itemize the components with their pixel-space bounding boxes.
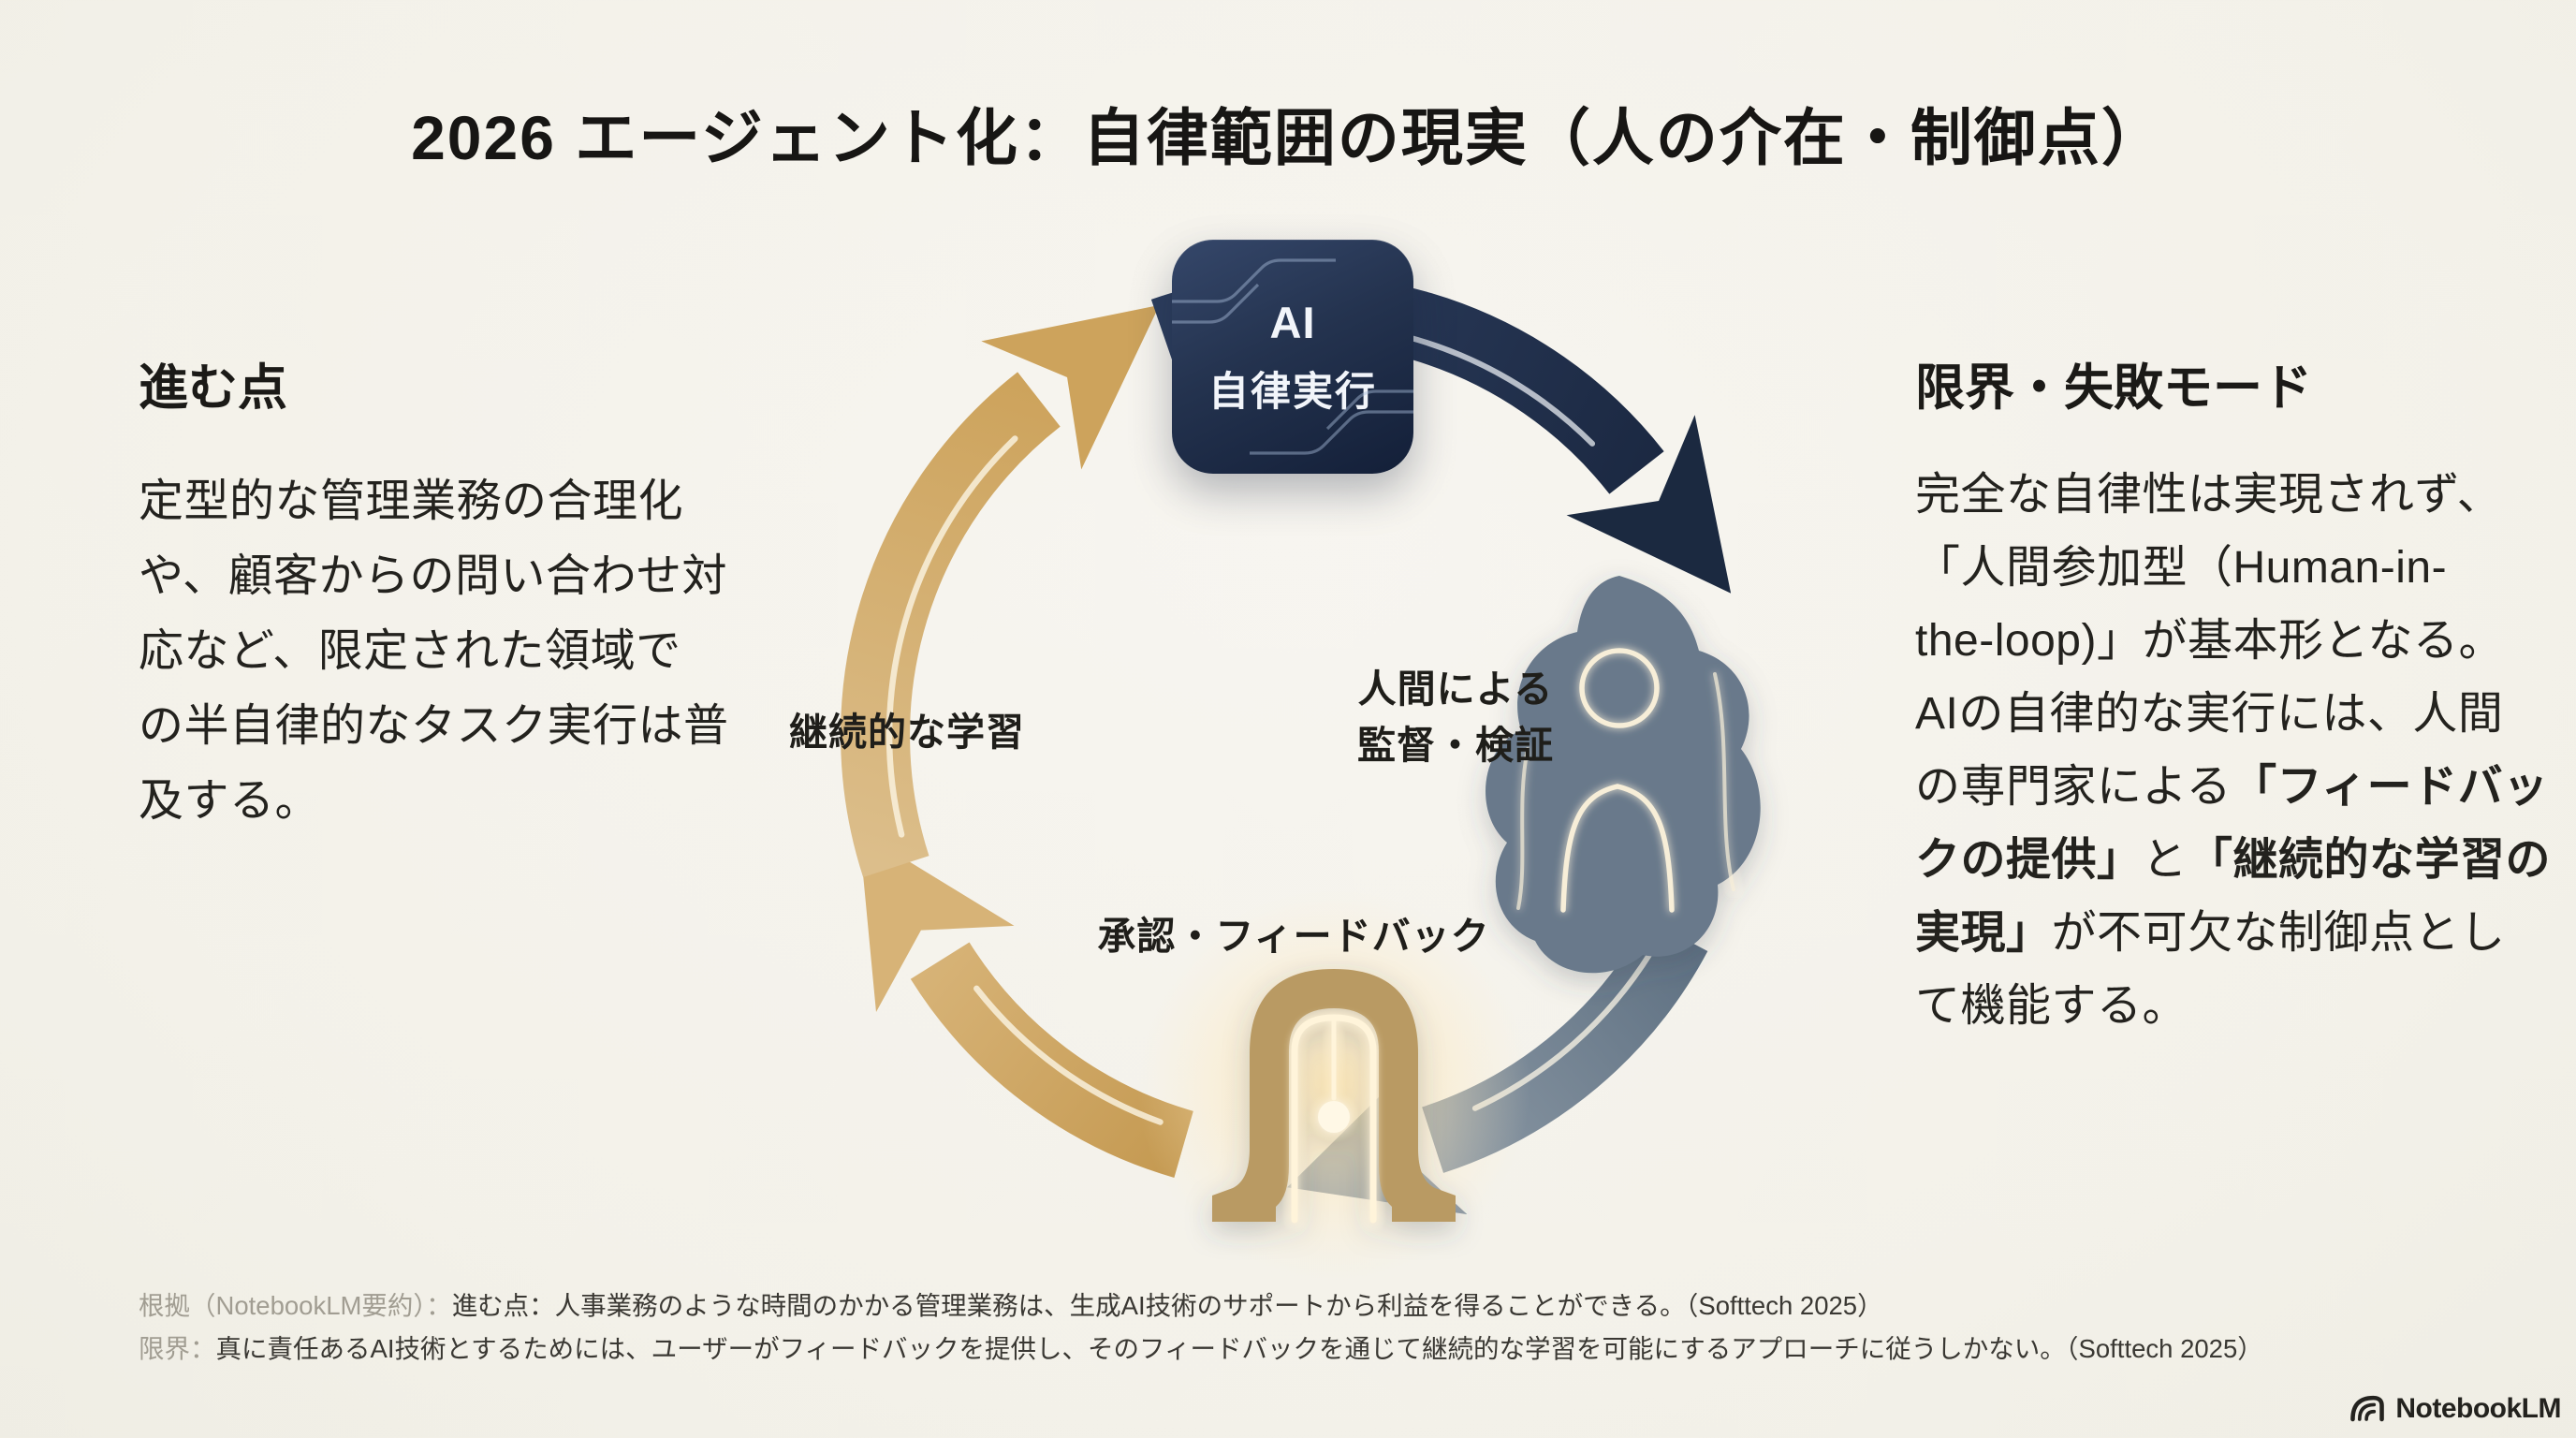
circuit-lines-decoration <box>1172 258 1413 455</box>
citation-1-body: 進む点：人事業務のような時間のかかる管理業務は、生成AI技術のサポートから利益を… <box>451 1291 1883 1320</box>
right-body-segment: と <box>2142 835 2188 885</box>
ai-chip-node: AI 自律実行 <box>1172 240 1413 474</box>
ai-node-line2: 自律実行 <box>1208 369 1377 415</box>
citation-2-prefix: 限界： <box>139 1334 216 1363</box>
notebooklm-brand: NotebookLM <box>2348 1389 2561 1429</box>
approval-stamp-icon <box>1212 969 1456 1224</box>
citation-line-2: 限界：真に責任あるAI技術とするためには、ユーザーがフィードバックを提供し、その… <box>139 1328 2479 1371</box>
label-continuous-learning: 継続的な学習 <box>789 711 1025 754</box>
label-approval-feedback: 承認・フィードバック <box>1097 915 1490 958</box>
notebooklm-brand-text: NotebookLM <box>2395 1393 2561 1424</box>
ai-node-line1: AI <box>1269 297 1316 347</box>
right-section-body: 完全な自律性は実現されず、 「人間参加型（Human-in- the-loop)… <box>1915 459 2576 1043</box>
citation-line-1: 根拠（NotebookLM要約）：進む点：人事業務のような時間のかかる管理業務は… <box>139 1284 2479 1328</box>
notebooklm-logo-icon <box>2350 1395 2385 1422</box>
source-citations: 根拠（NotebookLM要約）：進む点：人事業務のような時間のかかる管理業務は… <box>139 1284 2479 1371</box>
right-section-heading: 限界・失敗モード <box>1915 360 2312 416</box>
human-silhouette-icon <box>1486 576 1761 974</box>
left-section-heading: 進む点 <box>139 360 287 416</box>
left-section-body: 定型的な管理業務の合理化 や、顧客からの問い合わせ対 応など、限定された領域で … <box>139 477 729 826</box>
right-body-segment: 完全な自律性は実現されず、 「人間参加型（Human-in- the-loop)… <box>1915 470 2505 812</box>
right-body-bold-feedback: 「フィードバッ クの提供」 <box>1915 762 2549 885</box>
page-title: 2026 エージェント化：自律範囲の現実（人の介在・制御点） <box>411 103 2165 172</box>
right-body-bold-learning: 「継続的な学習の 実現」 <box>1915 835 2552 958</box>
label-human-supervision: 人間による 監督・検証 <box>1357 668 1554 767</box>
citation-1-prefix: 根拠（NotebookLM要約）： <box>139 1291 452 1320</box>
citation-2-body: 真に責任あるAI技術とするためには、ユーザーがフィードバックを提供し、そのフィー… <box>215 1334 2263 1363</box>
right-body-segment: が不可欠な制御点とし て機能する。 <box>1915 908 2506 1031</box>
arrow-gold-left-top <box>841 304 1160 878</box>
